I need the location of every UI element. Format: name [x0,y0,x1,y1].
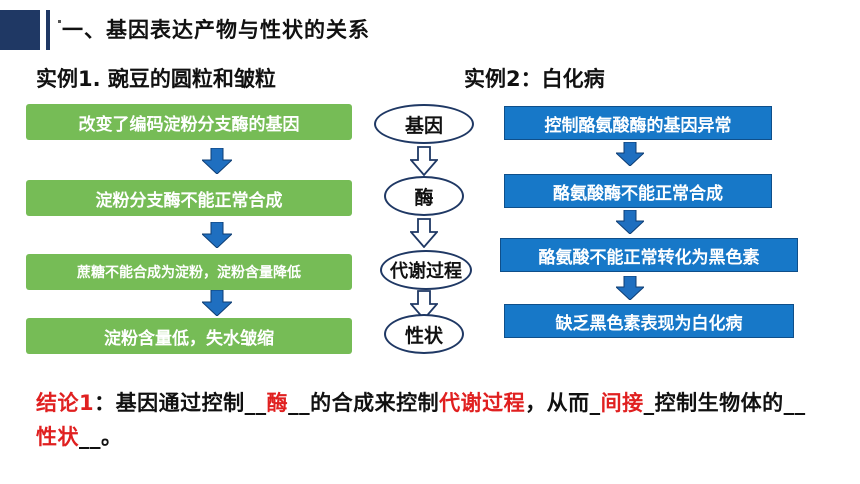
example2-step-2: 酪氨酸酶不能正常合成 [504,174,772,208]
example1-step-1: 改变了编码淀粉分支酶的基因 [26,104,352,140]
hollow-down-arrow-icon [410,290,438,320]
conclusion-part2: 的合成来控制 [310,391,440,415]
blank-underline: __ [244,391,267,415]
example1-heading: 实例1. 豌豆的圆粒和皱粒 [36,67,276,91]
example2-heading: 实例2：白化病 [464,67,605,91]
down-arrow-icon [616,210,644,234]
down-arrow-icon [202,148,232,174]
example2-step-1: 控制酪氨酸酶的基因异常 [504,106,772,140]
down-arrow-icon [202,222,232,248]
page-title: 一、基因表达产物与性状的关系 [62,18,370,42]
hollow-down-arrow-icon [410,146,438,176]
example2-step-4: 缺乏黑色素表现为白化病 [504,304,794,338]
down-arrow-icon [616,142,644,166]
conclusion-end: 。 [101,425,123,449]
answer-metabolism: 代谢过程 [439,391,526,415]
conclusion-label: 结论1 [36,391,95,415]
blank-underline: _ [643,391,655,415]
blank-underline: __ [288,391,311,415]
conclusion-part3: ，从而 [525,391,590,415]
conclusion-text: 结论1：基因通过控制__酶__的合成来控制代谢过程，从而_间接_控制生物体的__… [36,386,826,454]
example2-step-3: 酪氨酸不能正常转化为黑色素 [500,238,798,272]
header-accent-line [46,10,50,50]
middle-step-trait: 性状 [384,314,464,354]
example1-step-3: 蔗糖不能合成为淀粉，淀粉含量降低 [26,254,352,290]
middle-step-enzyme: 酶 [384,176,464,216]
conclusion-part1: ：基因通过控制 [94,391,245,415]
example1-step-4: 淀粉含量低，失水皱缩 [26,318,352,354]
header-accent-block [0,10,40,50]
middle-step-metabolism: 代谢过程 [380,250,472,290]
down-arrow-icon [616,276,644,300]
example1-step-2: 淀粉分支酶不能正常合成 [26,180,352,216]
blank-underline: _ [589,391,601,415]
header-dot [58,20,61,23]
answer-trait: 性状 [36,425,79,449]
blank-underline: __ [79,425,101,449]
down-arrow-icon [202,290,232,316]
answer-enzyme: 酶 [266,391,289,415]
answer-indirect: 间接 [600,391,644,415]
conclusion-part4: 控制生物体的 [654,391,784,415]
middle-step-gene: 基因 [374,104,474,144]
blank-underline: __ [783,391,806,415]
hollow-down-arrow-icon [410,218,438,248]
